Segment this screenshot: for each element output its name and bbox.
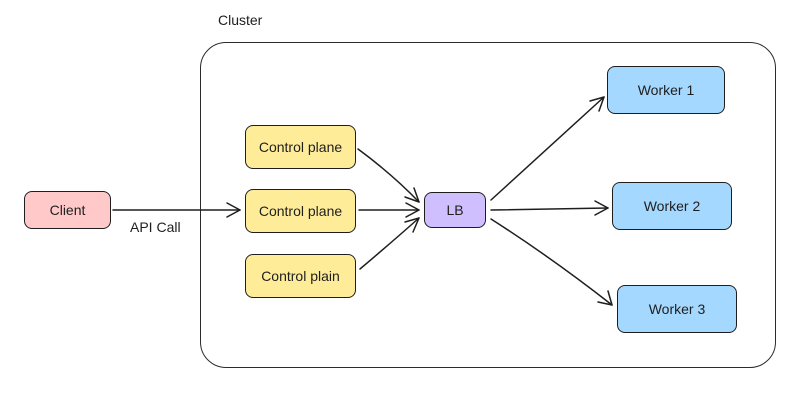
cluster-boundary	[200, 42, 776, 368]
control-plane-node-2-label: Control plane	[258, 203, 343, 219]
edge-control-plane-1-to-lb	[357, 148, 420, 203]
load-balancer-node-label: LB	[446, 202, 464, 218]
edge-client-to-control-plane-2	[112, 202, 241, 218]
control-plane-node-3[interactable]: Control plain	[245, 254, 356, 298]
worker-node-1-label: Worker 1	[637, 82, 695, 98]
client-node-label: Client	[49, 202, 86, 218]
worker-node-3[interactable]: Worker 3	[617, 285, 737, 333]
control-plane-node-3-label: Control plain	[261, 268, 340, 284]
control-plane-node-1[interactable]: Control plane	[245, 125, 356, 169]
load-balancer-node[interactable]: LB	[424, 192, 486, 228]
edge-lb-to-worker-3	[490, 218, 613, 306]
api-call-label: API Call	[130, 219, 181, 235]
worker-node-2-label: Worker 2	[643, 198, 701, 214]
client-node[interactable]: Client	[24, 191, 111, 229]
control-plane-node-2[interactable]: Control plane	[245, 189, 356, 233]
cluster-label: Cluster	[218, 12, 263, 28]
worker-node-1[interactable]: Worker 1	[607, 66, 725, 114]
worker-node-3-label: Worker 3	[648, 301, 706, 317]
control-plane-node-1-label: Control plane	[258, 139, 343, 155]
worker-node-2[interactable]: Worker 2	[612, 182, 732, 230]
edge-lb-to-worker-1	[490, 96, 605, 201]
edge-control-plane-3-to-lb	[359, 217, 420, 270]
edge-control-plane-2-to-lb	[358, 202, 420, 218]
edge-lb-to-worker-2	[490, 200, 609, 216]
